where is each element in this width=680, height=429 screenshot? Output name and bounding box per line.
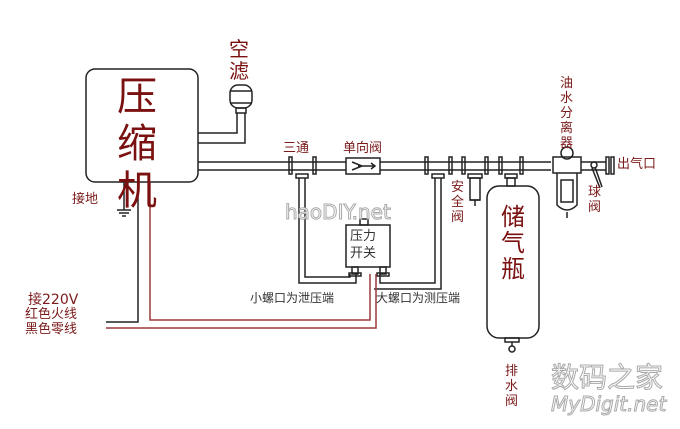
ball-valve-label: 球阀 bbox=[588, 185, 602, 215]
power-red-label: 红色火线 bbox=[25, 307, 78, 322]
ground-label: 接地 bbox=[72, 192, 99, 207]
air-filter-pipe bbox=[198, 113, 246, 144]
pressure-switch-pipe-right bbox=[374, 178, 442, 290]
air-filter-label: 空滤 bbox=[229, 37, 249, 83]
pressure-switch-label-2: 开关 bbox=[350, 246, 377, 261]
oil-water-separator-icon bbox=[552, 146, 582, 218]
watermark-mydigit-cn: 数码之家 bbox=[550, 361, 664, 395]
power-black-label: 黑色零线 bbox=[25, 322, 78, 337]
pressure-switch-label-1: 压力 bbox=[350, 229, 377, 244]
tank-fitting-icon bbox=[498, 156, 524, 187]
safety-valve-label: 安全阀 bbox=[451, 180, 465, 225]
tee-label: 三通 bbox=[283, 141, 310, 156]
power-title: 接220V bbox=[28, 292, 79, 308]
main-pipe bbox=[198, 161, 551, 171]
neutral-wire bbox=[106, 182, 139, 323]
tee-fitting-right-icon bbox=[424, 156, 453, 179]
ground-icon bbox=[117, 209, 131, 217]
compressor-box bbox=[85, 68, 199, 183]
tank-label: 储气瓶 bbox=[501, 203, 525, 283]
air-filter-icon bbox=[229, 84, 253, 114]
watermark-haodiy: haoDIY.net bbox=[285, 200, 392, 225]
compressor-label: 压缩机 bbox=[117, 74, 157, 214]
big-port-note: 大螺口为测压端 bbox=[376, 291, 461, 305]
outlet-pipe bbox=[581, 161, 606, 171]
check-valve-label: 单向阀 bbox=[343, 141, 383, 156]
drain-valve-icon bbox=[504, 337, 520, 353]
live-wire bbox=[149, 182, 371, 321]
small-port-note: 小螺口为泄压端 bbox=[250, 291, 335, 305]
air-outlet-label: 出气口 bbox=[617, 157, 657, 172]
oil-water-separator-label: 油水分离器 bbox=[560, 76, 574, 151]
drain-valve-label: 排水阀 bbox=[505, 364, 519, 409]
watermark-mydigit-en: MyDigit.net bbox=[550, 392, 667, 417]
safety-valve-fitting-icon bbox=[461, 156, 489, 206]
check-valve-icon bbox=[345, 157, 381, 175]
tee-fitting-icon bbox=[288, 156, 317, 179]
ball-valve-icon bbox=[590, 161, 603, 189]
live-wire-return bbox=[106, 274, 377, 329]
